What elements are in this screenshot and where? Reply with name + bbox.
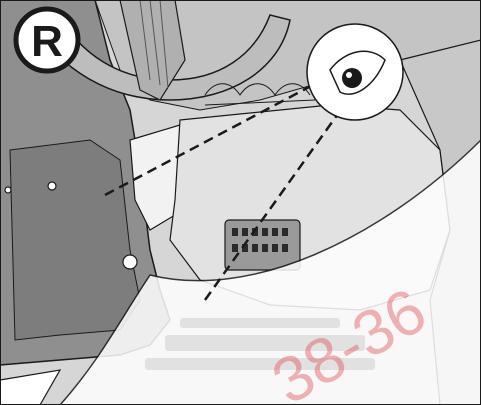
left-trim-inner: [10, 140, 140, 340]
badge-letter: R: [31, 17, 63, 66]
